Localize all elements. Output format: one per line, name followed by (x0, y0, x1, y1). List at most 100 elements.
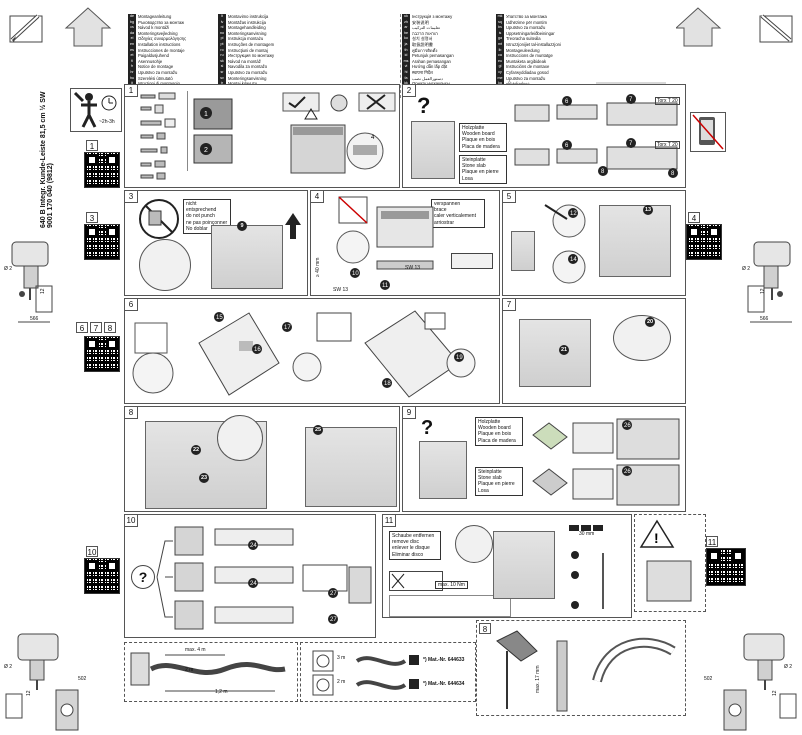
header-divider (400, 14, 401, 98)
lang-code: en (128, 41, 136, 48)
qr-tag-11: 11 (706, 536, 718, 547)
lang-code: sl (218, 64, 226, 70)
lang-right-b-row: kaინსტრუქცია (496, 81, 596, 87)
step-9-number: 9 (403, 407, 416, 419)
sw13-label-1: SW 13 (333, 287, 349, 293)
lang-text: Notice de montage (138, 64, 174, 70)
step-9-wood-fr: Plaque en bois (478, 431, 512, 438)
lang-code: kk (402, 81, 410, 87)
svg-text:7: 7 (629, 141, 633, 147)
lang-text: Орнату нұсқаулығы (412, 81, 450, 87)
lang-text: Uputstvo za montažu (138, 69, 178, 75)
step-3-panel: 3 nicht entsprechend do not punch ne pas… (124, 190, 308, 296)
lang-code: de (128, 14, 136, 20)
svg-text:8: 8 (671, 171, 675, 177)
lang-code: eu (496, 58, 504, 65)
step-9-stone-fr: Plaque en pierre (478, 481, 515, 488)
len-2m-label: 2 m (185, 667, 194, 673)
lang-text: Paigaldusjuhend (138, 53, 169, 59)
lang-code: ar (402, 25, 410, 31)
drill-icon-bottom-left (5, 633, 79, 731)
wood-label-fr: Plaque en bois (462, 137, 496, 144)
lang-code: is (496, 30, 504, 37)
drill-icon-bottom-right (723, 633, 797, 731)
step-10-panel: 10 ? 24 24 27 27 (124, 514, 376, 638)
lang-code: bg (128, 19, 136, 26)
wood-label-es: Placa de madera (462, 143, 500, 150)
lang-code: id (402, 53, 410, 59)
remove-disc-labels: Schaube entfernen remove disc enlever le… (389, 531, 441, 560)
brace-label-de: verspannen (434, 201, 461, 207)
parts-list (139, 91, 185, 185)
svg-text:27: 27 (330, 617, 337, 623)
lang-code: me (496, 75, 504, 82)
lang-code: mk (496, 14, 504, 20)
lang-code: fi (128, 58, 136, 65)
lang-text: Uputstvo za montažu (506, 75, 546, 81)
step-5-panel: 5 12 14 13 (502, 190, 686, 296)
pliers-illustration (496, 630, 676, 712)
brace-label-es: arriostrar (434, 219, 455, 226)
lang-text: ინსტრუქცია (506, 81, 530, 87)
m30-label: 30 mm (579, 531, 595, 537)
step-9-fixing-views: 26 26 (532, 418, 680, 506)
no-label-en: do not punch (186, 213, 215, 220)
wood-label-de: Holzplatte (462, 125, 485, 131)
step-9-stone-de: Steinplatte (478, 469, 502, 475)
dishwasher-illustration (411, 121, 455, 179)
lang-code: cs (128, 25, 136, 31)
mat-nr-644633: *) Mat.-Nr. 644633 (423, 657, 465, 663)
step-5-dishwasher (599, 205, 671, 277)
svg-text:!: ! (654, 530, 659, 546)
stone-label-de: Steinplatte (462, 157, 486, 163)
tools-box: ~2h-3h (70, 88, 122, 132)
house-pencil-icon (9, 7, 112, 47)
detail-tag: 8 (479, 623, 491, 634)
lang-code: hi (402, 69, 410, 76)
max-17mm-label: max. 17 mm (535, 665, 541, 693)
accessory-hose-box: max. 4 m 1,2 m 2 m (124, 642, 298, 702)
lang-code: hu (128, 75, 136, 82)
lang-code: lt (218, 14, 226, 20)
lang-text: Muntaketa argibideak (506, 58, 547, 64)
lang-text: Treoracha suiteála (506, 36, 541, 42)
step-9-cabinet (419, 441, 467, 499)
lang-code: es (128, 47, 136, 54)
stone-label-fr: Plaque en pierre (462, 169, 499, 176)
brace-label-en: brace (434, 207, 447, 214)
lang-text: Упатство за монтажа (506, 14, 547, 19)
qr-code-10 (84, 558, 120, 594)
qr-code-11 (706, 548, 746, 586)
lang-code: sq (496, 19, 504, 26)
len-2m-label-b: 2 m (337, 679, 346, 685)
lang-code: gl (496, 64, 504, 70)
dim-d2-right: Ø 2 (742, 266, 751, 272)
lang-text: Navodila za montažo (228, 64, 268, 70)
lang-text: Monteringsanvisning (228, 75, 267, 81)
dim-12-bottom-right: 12 (772, 690, 778, 696)
lang-text: Uputstvo za montažu (506, 25, 546, 31)
lang-text: Інструкція з монтажу (412, 14, 453, 19)
dim-502-bottom-left: 502 (78, 676, 87, 682)
brace-label-fr: caler verticalement (434, 213, 476, 220)
svg-text:24: 24 (250, 581, 257, 587)
